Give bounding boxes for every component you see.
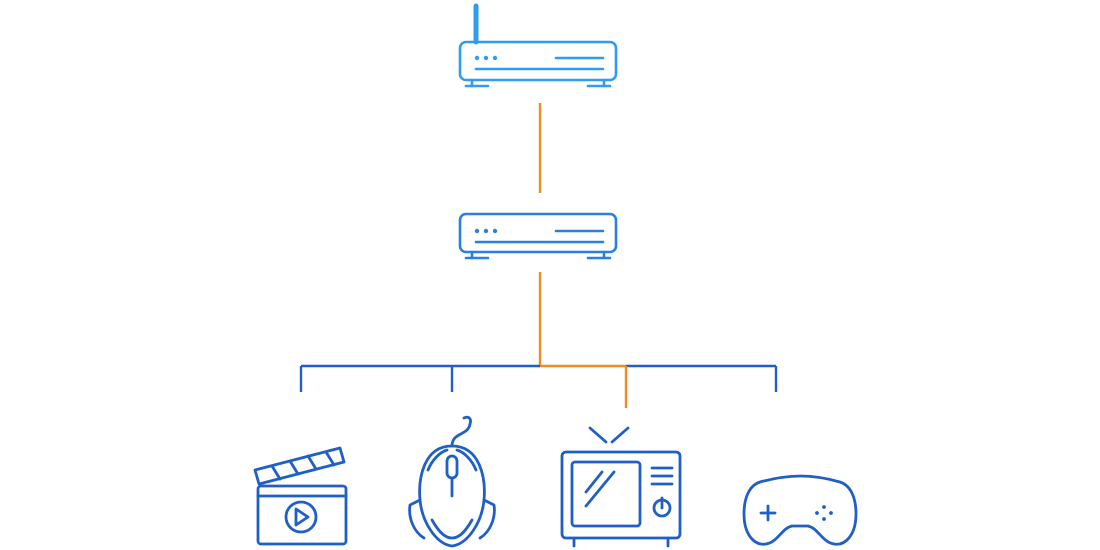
clapperboard-play-icon xyxy=(253,446,348,546)
retro-tv-icon xyxy=(560,426,682,548)
gaming-mouse-icon xyxy=(408,415,496,548)
wifi-router-icon xyxy=(458,3,618,88)
network-switch-icon xyxy=(458,212,618,260)
connections xyxy=(299,103,778,408)
gamepad-icon xyxy=(742,474,858,546)
